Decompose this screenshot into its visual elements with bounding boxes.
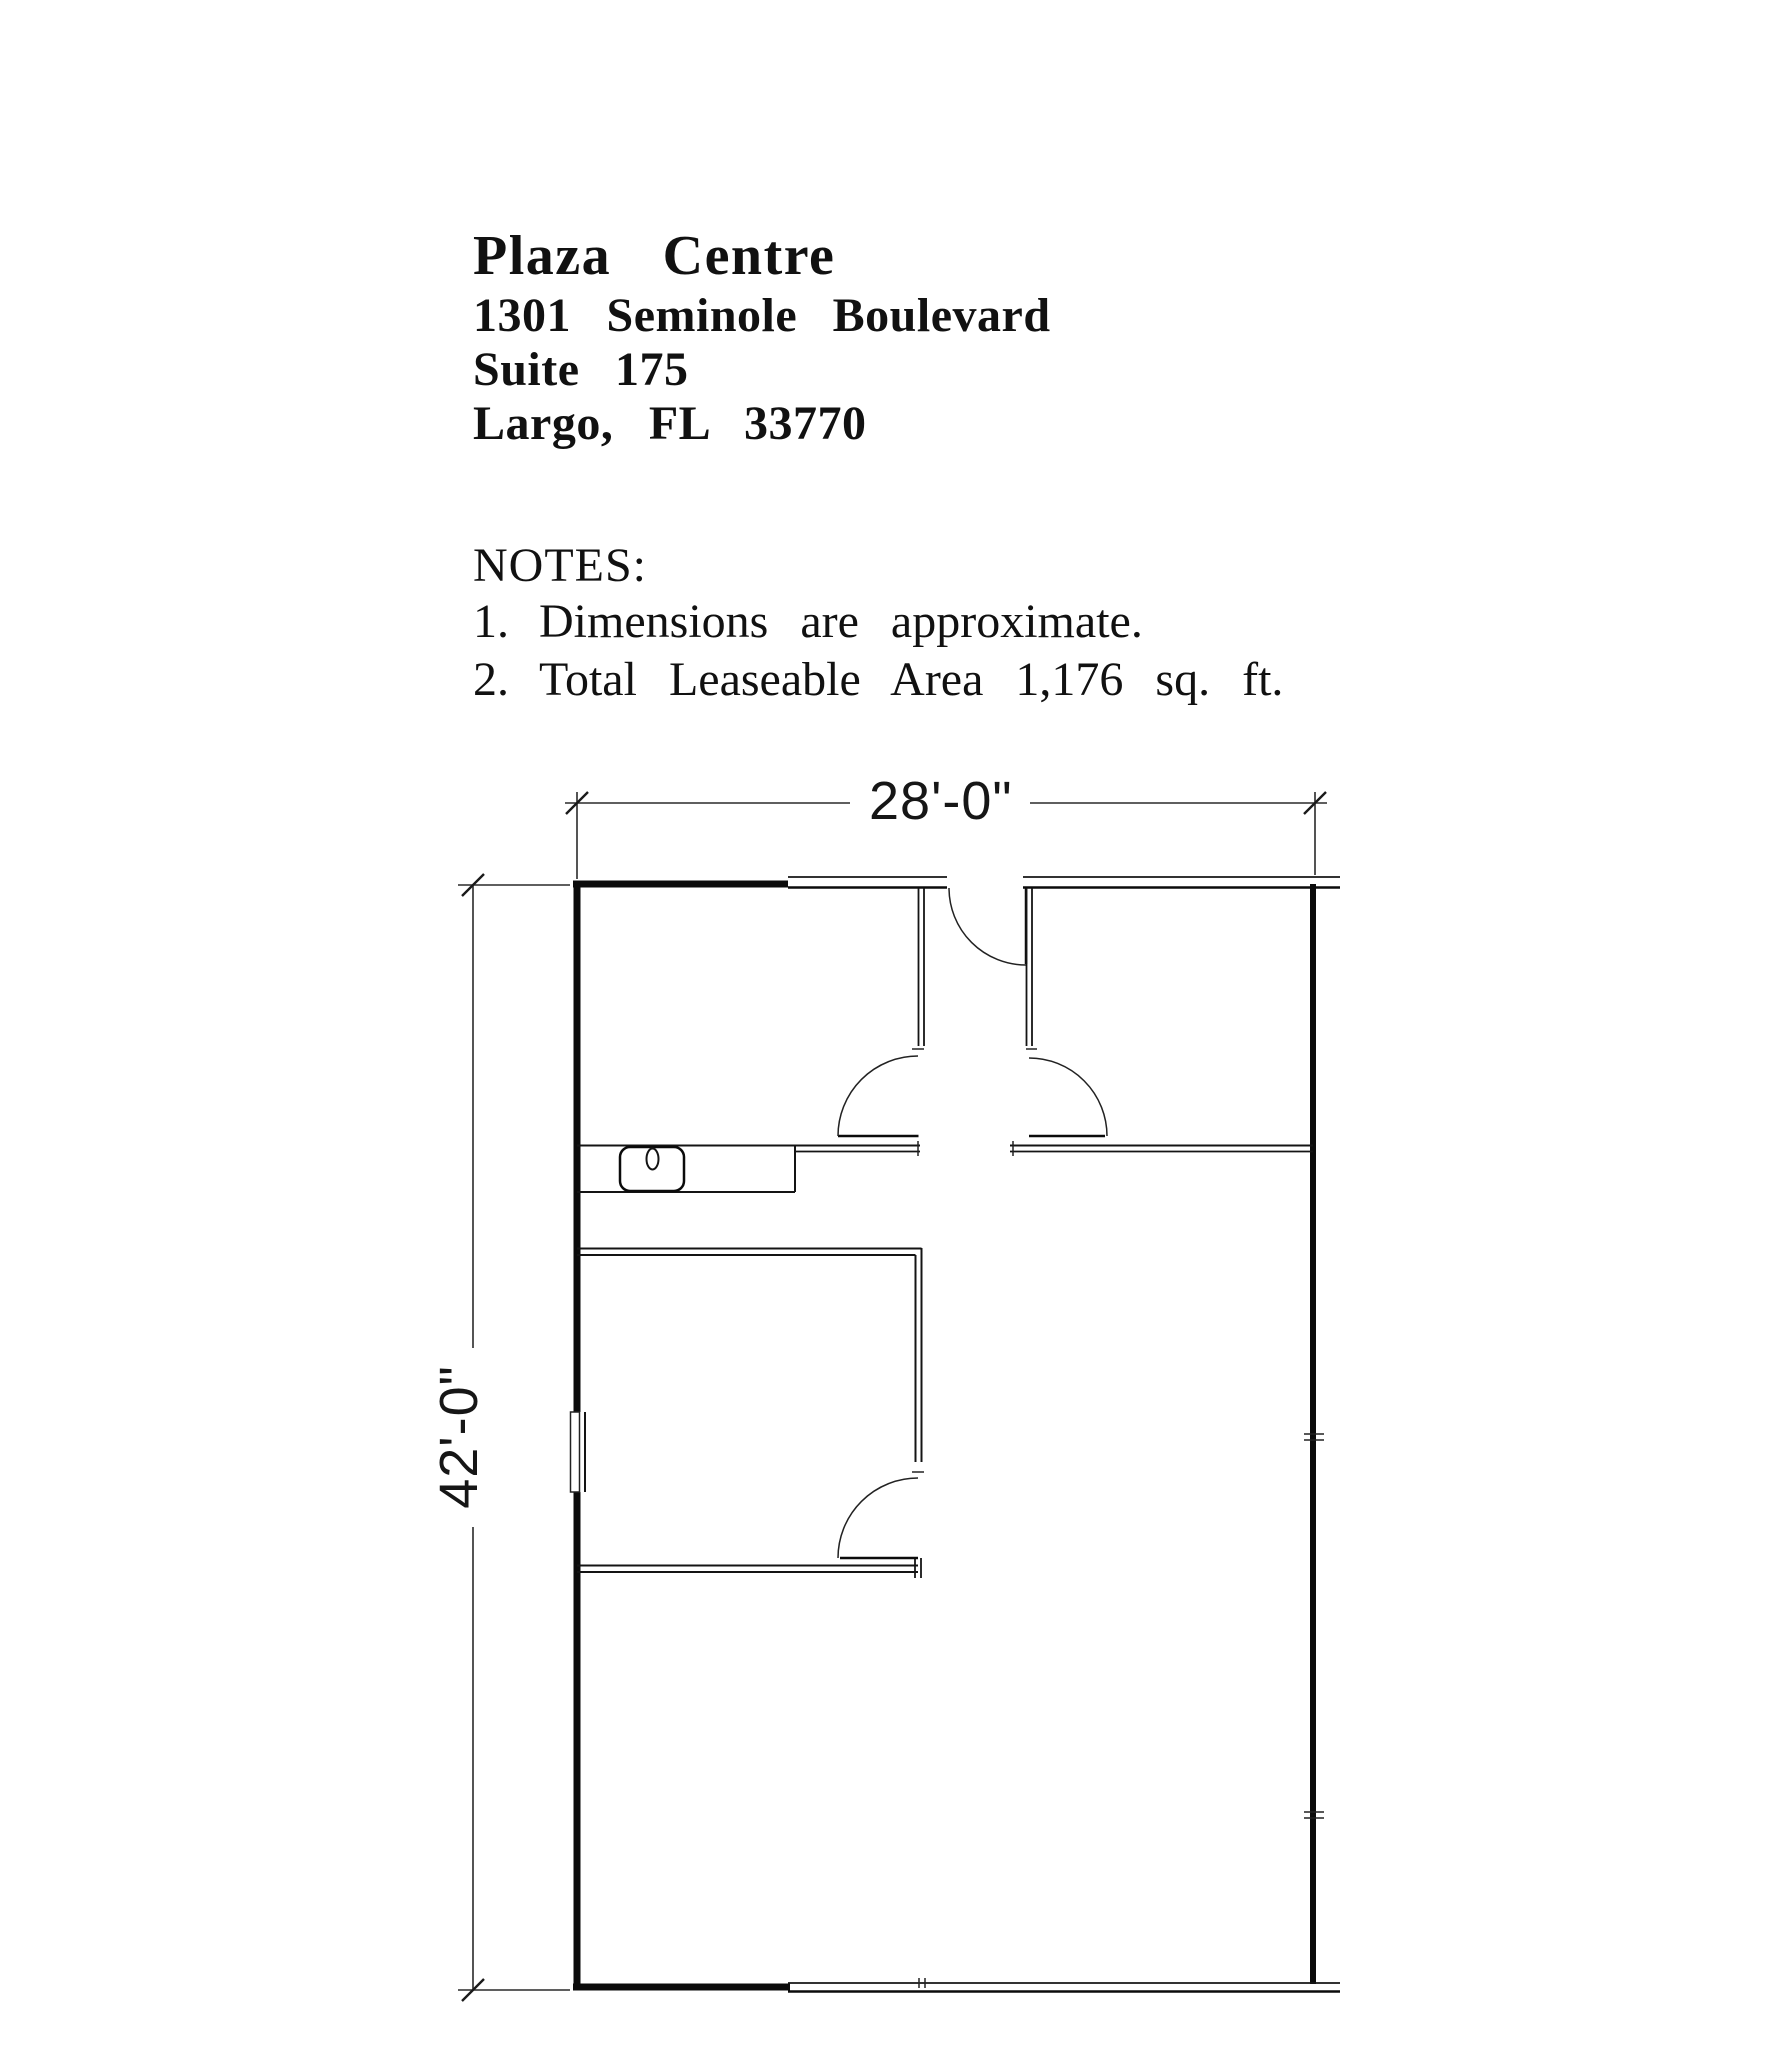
vestibule-right-door	[1028, 1057, 1108, 1138]
address-suite: Suite 175	[473, 343, 689, 396]
office-door	[837, 1471, 924, 1560]
note-1-text: Dimensions are approximate.	[539, 595, 1143, 648]
note-2-text: Total Leaseable Area 1,176 sq. ft.	[539, 653, 1284, 706]
address-city-state-zip: Largo, FL 33770	[473, 397, 867, 450]
height-dimension-label: 42'-0"	[429, 1365, 489, 1509]
bottom-storefront-window	[788, 1978, 1340, 1993]
vestibule-walls	[912, 888, 1037, 1050]
sink-icon	[618, 1145, 686, 1193]
entry-door	[948, 887, 1028, 966]
hallway-wall	[577, 1141, 1313, 1156]
note-2-number: 2.	[473, 653, 509, 706]
width-dimension-label: 28'-0"	[869, 771, 1013, 831]
note-1-number: 1.	[473, 595, 509, 648]
note-item-1: 1. Dimensions are approximate.	[473, 594, 1143, 649]
vestibule-left-door	[837, 1055, 919, 1138]
top-storefront-window	[788, 876, 1340, 889]
height-dimension-lines	[458, 873, 570, 2002]
office-room-walls	[577, 1247, 923, 1578]
left-wall-window	[569, 1411, 586, 1493]
width-dimension-lines	[565, 791, 1327, 879]
building-name: Plaza Centre	[473, 225, 836, 287]
note-item-2: 2. Total Leaseable Area 1,176 sq. ft.	[473, 652, 1283, 707]
counter	[577, 1145, 796, 1193]
exterior-walls	[573, 880, 1324, 1991]
address-street: 1301 Seminole Boulevard	[473, 289, 1051, 342]
notes-heading: NOTES:	[473, 539, 647, 592]
